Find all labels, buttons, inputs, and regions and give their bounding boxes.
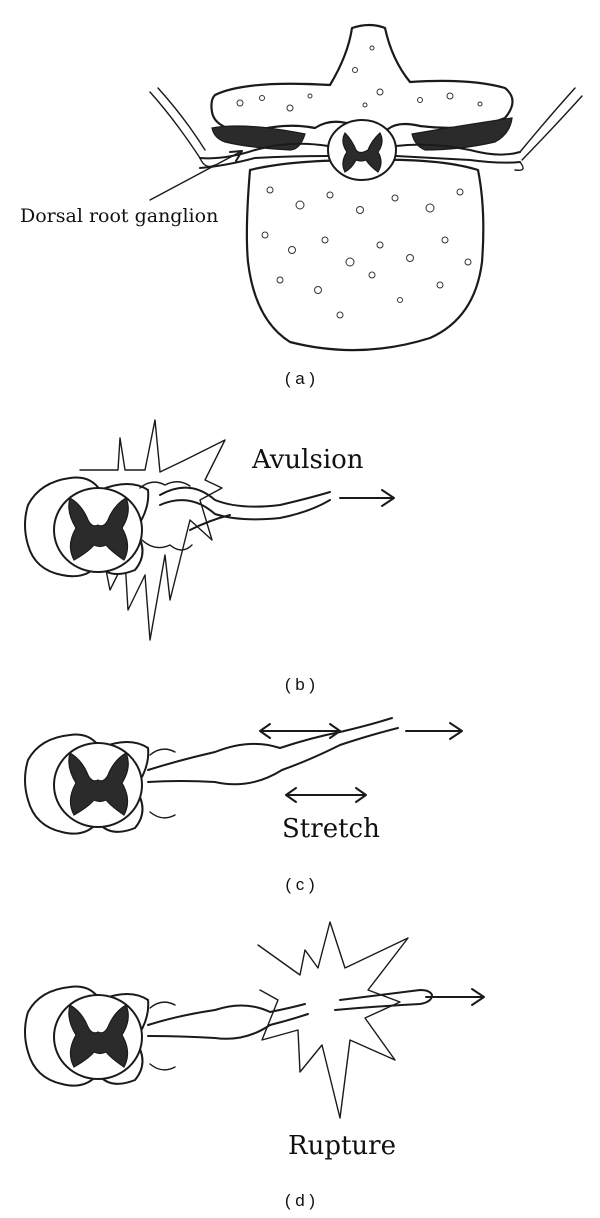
bone-texture — [236, 45, 483, 319]
vertebral-body — [245, 158, 485, 352]
panel-c: Stretch ( c ) — [24, 717, 463, 894]
ganglion-pointer-head — [229, 150, 243, 162]
caption-d: ( d ) — [285, 1191, 315, 1210]
vertebral-arch — [210, 23, 514, 134]
root-frill-c — [149, 748, 176, 819]
arrow-right-icon — [471, 988, 485, 1006]
arrow-right-icon — [329, 723, 341, 739]
stretched-nerve — [147, 717, 399, 786]
label-dorsal-root-ganglion: Dorsal root ganglion — [20, 205, 218, 227]
grey-matter-b — [68, 497, 129, 561]
arrow-right-icon — [449, 722, 463, 740]
avulsed-root — [159, 486, 331, 531]
label-avulsion: Avulsion — [251, 445, 364, 475]
panel-d: Rupture ( d ) — [24, 921, 485, 1210]
arrow-left-icon — [259, 723, 271, 739]
proximal-nerve-stump — [147, 1003, 309, 1040]
caption-c: ( c ) — [285, 875, 314, 894]
grey-matter-a — [342, 132, 383, 173]
burst-icon — [79, 419, 226, 641]
grey-matter-d — [68, 1004, 129, 1068]
arrow-right-icon — [355, 787, 367, 803]
arrow-right-icon — [381, 489, 395, 507]
root-frill-b — [139, 481, 193, 551]
distal-nerve-stump — [334, 989, 433, 1011]
caption-a: ( a ) — [285, 369, 315, 388]
ganglion-pointer — [149, 151, 241, 201]
label-rupture: Rupture — [288, 1131, 396, 1161]
facet-left — [211, 125, 306, 151]
label-stretch: Stretch — [282, 814, 380, 844]
nerve-root-right-a — [395, 143, 521, 164]
spinal-cord-a — [327, 119, 397, 181]
burst-icon — [257, 921, 409, 1119]
panel-a: Dorsal root ganglion ( a ) — [20, 23, 583, 388]
root-frill-d — [149, 1001, 176, 1071]
facet-right — [411, 117, 513, 151]
caption-b: ( b ) — [285, 675, 315, 694]
spinal-nerve-left-a — [149, 87, 216, 168]
panel-b: Avulsion ( b ) — [24, 419, 395, 694]
spinal-nerve-right-a — [514, 87, 583, 172]
grey-matter-c — [68, 752, 129, 816]
nerve-root-left-a — [199, 142, 329, 169]
arrow-left-icon — [285, 787, 297, 803]
